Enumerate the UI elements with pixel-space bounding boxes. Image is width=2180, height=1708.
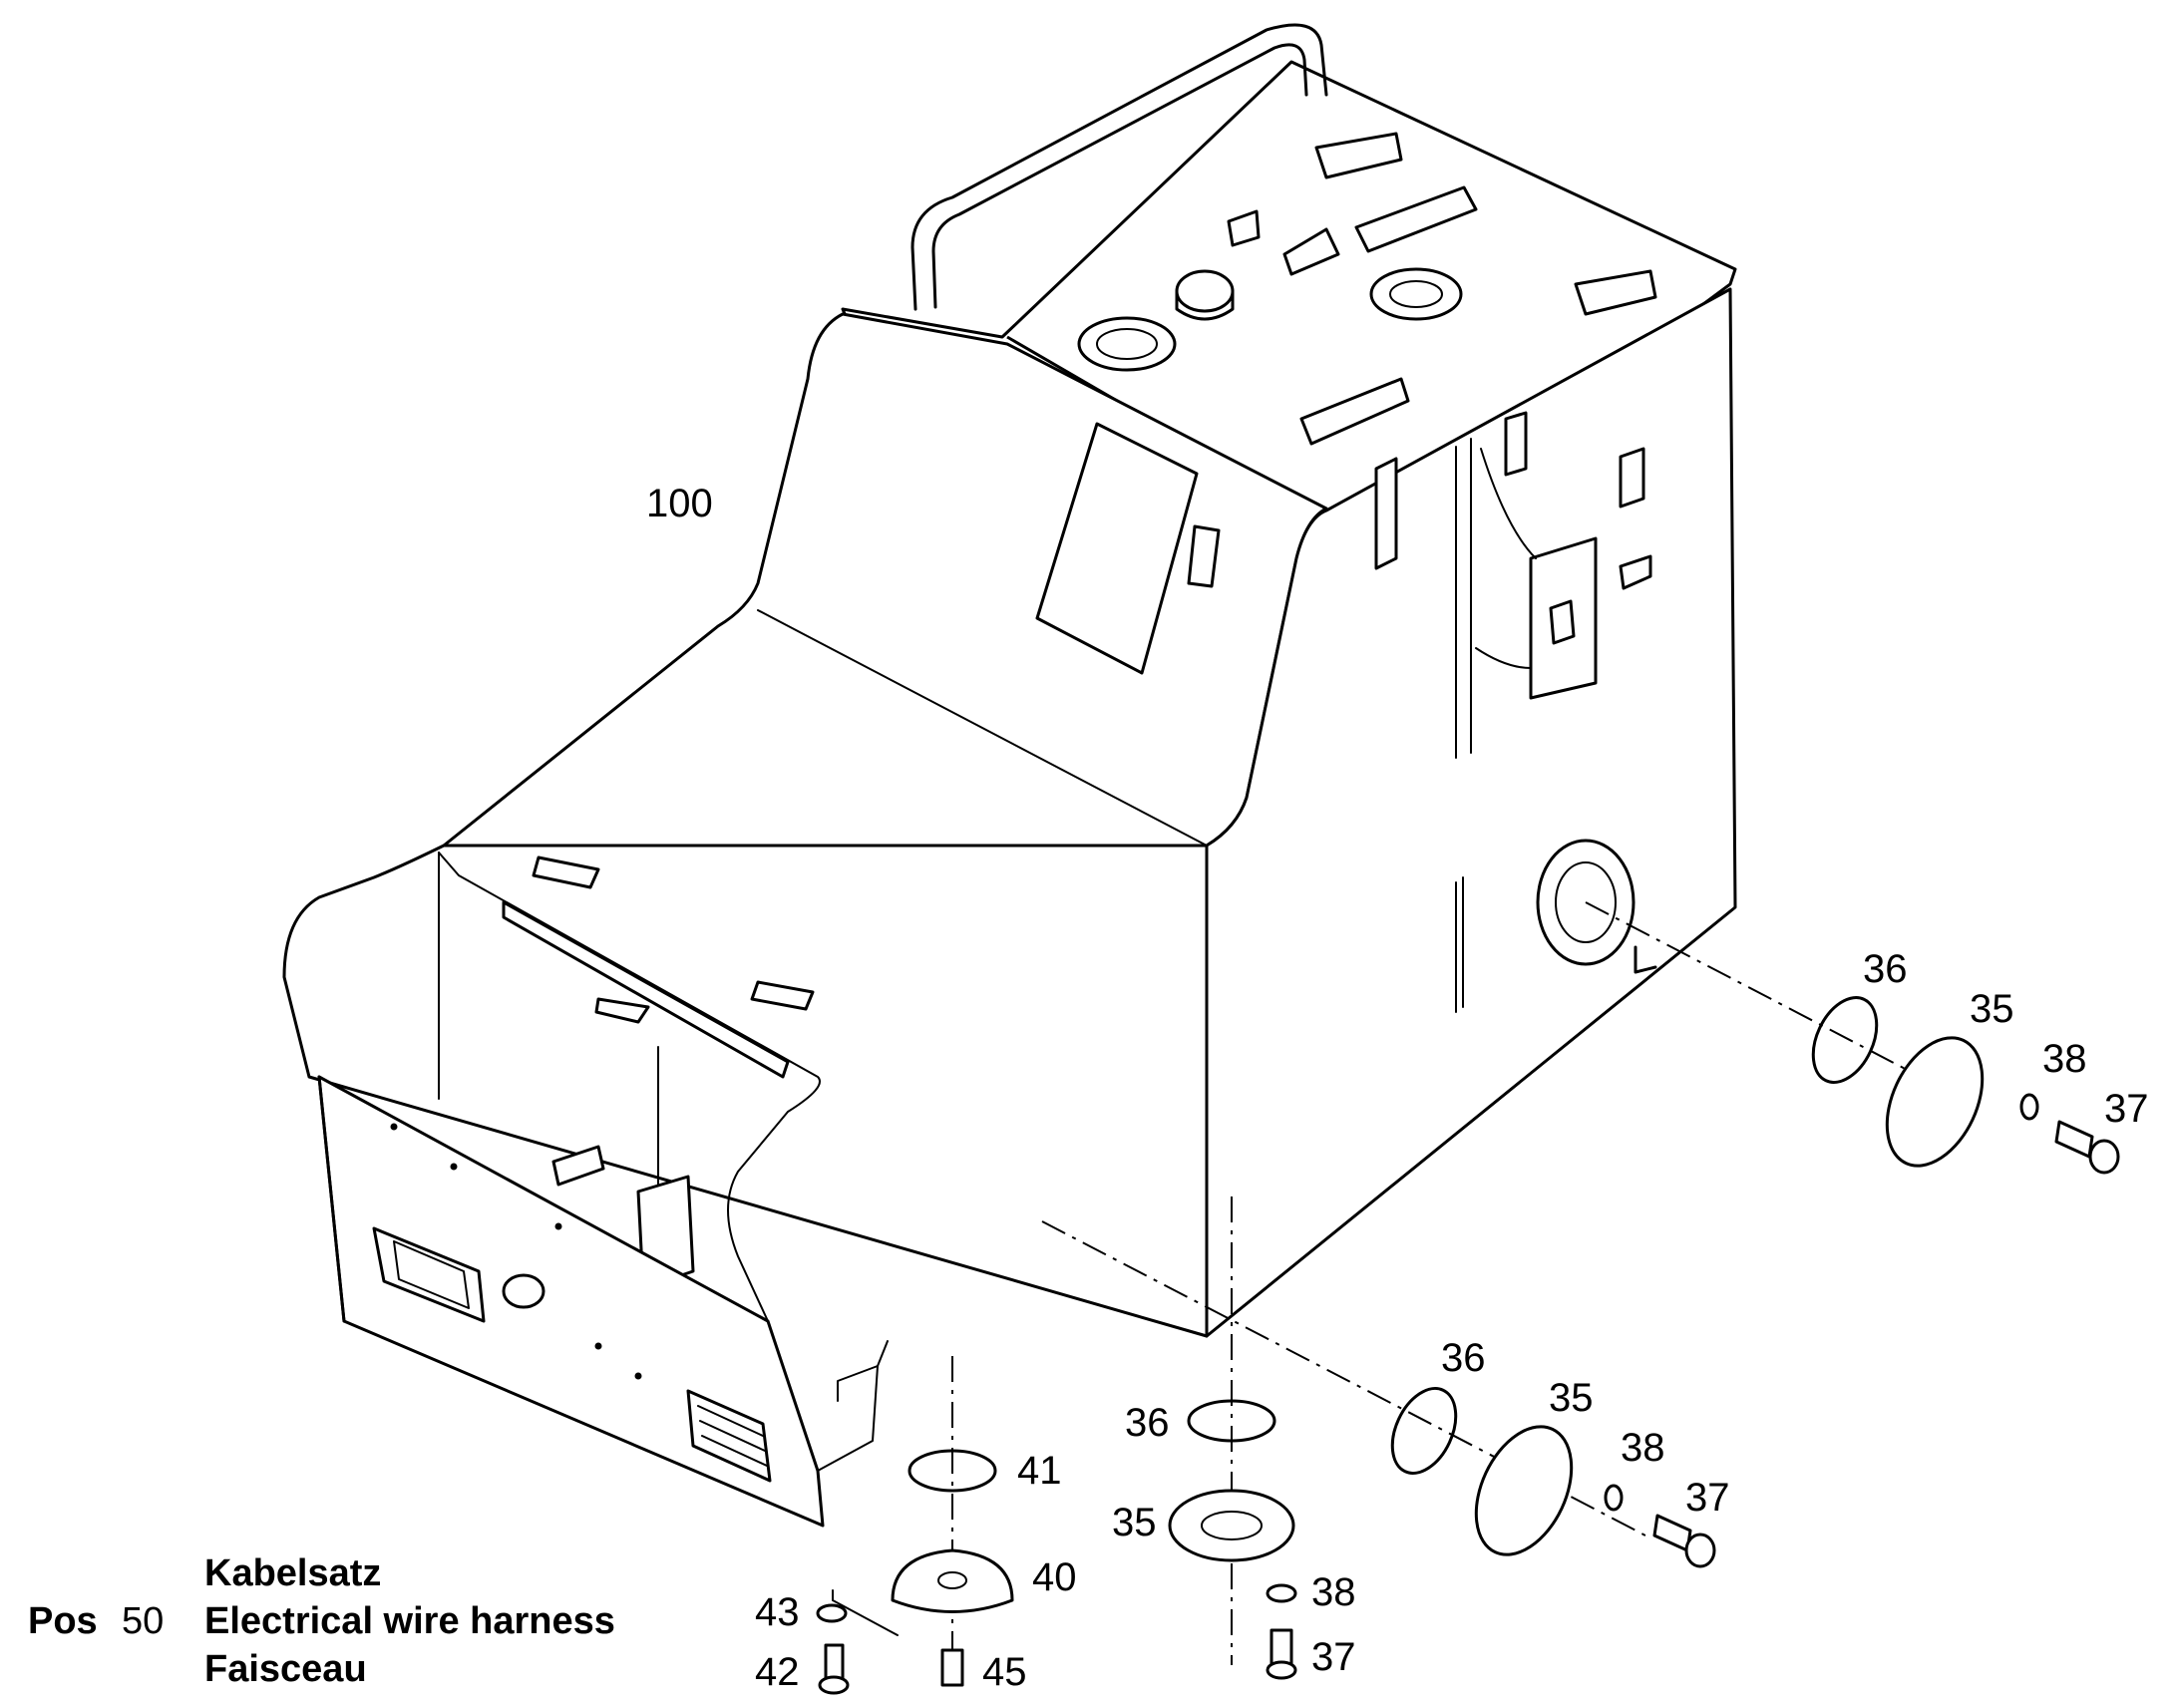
callout-41: 41 [1017,1449,1062,1493]
callout-45: 45 [982,1650,1027,1694]
o-ring-36-right [1811,996,1879,1084]
callout-100: 100 [646,482,713,525]
callout-35-bottom: 35 [1112,1501,1157,1544]
machine-housing [282,23,1737,1528]
bolt-37-bottom [1270,1628,1293,1667]
callout-numbers: 100 36 35 38 37 36 35 38 37 36 35 38 37 … [646,482,2149,1694]
cover-plate-35-right [1885,1036,1985,1168]
legend-line-en: Electrical wire harness [204,1600,615,1642]
bottom-cover-group [1168,1399,1297,1680]
cover-plate-35-lower [1474,1425,1574,1556]
flange-35-bottom [1168,1489,1295,1562]
callout-35-lower: 35 [1549,1376,1594,1420]
o-ring-36-bottom [1187,1399,1276,1443]
o-ring-41 [908,1449,997,1493]
callout-43: 43 [755,1590,800,1634]
callout-36-lower: 36 [1441,1336,1486,1380]
bolt-37-lower [1652,1514,1692,1552]
plug-45 [940,1648,964,1687]
bolt-37-right [2054,1120,2094,1159]
legend-pos-number: 50 [122,1600,164,1642]
callout-38-right: 38 [2042,1037,2087,1081]
callout-36-right: 36 [1863,947,1908,991]
callout-40: 40 [1032,1555,1077,1599]
drain-group [816,1449,1014,1695]
callout-35-right: 35 [1970,987,2014,1031]
port-cover-group-right [1811,996,2120,1175]
washer-43 [816,1603,848,1623]
vent-grille [686,1389,772,1483]
callout-42: 42 [755,1650,800,1694]
washer-38-bottom [1266,1583,1297,1603]
port-cover-group-lower [1390,1387,1716,1568]
legend-line-de: Kabelsatz [204,1552,381,1594]
callout-37-lower: 37 [1685,1476,1730,1520]
drain-cover-40 [891,1548,1014,1613]
o-ring-36-lower [1390,1387,1458,1475]
legend-pos-label: Pos [28,1600,98,1642]
washer-38-lower [1604,1484,1624,1512]
position-legend: Kabelsatz Pos 50 Electrical wire harness… [28,1552,615,1690]
callout-37-bottom: 37 [1311,1635,1356,1679]
legend-line-fr: Faisceau [204,1648,367,1690]
callout-38-bottom: 38 [1311,1570,1356,1614]
callout-38-lower: 38 [1621,1426,1665,1470]
callout-37-right: 37 [2104,1087,2149,1131]
callout-36-bottom: 36 [1125,1401,1170,1445]
washer-38-right [2019,1093,2039,1121]
